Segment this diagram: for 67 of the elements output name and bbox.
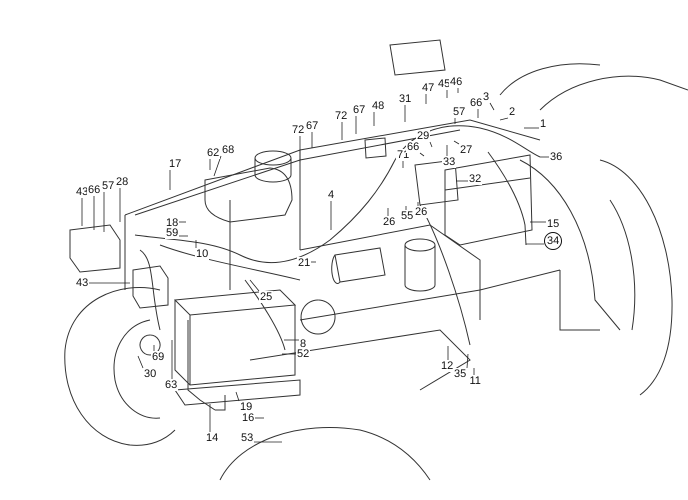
callout-number: 62 bbox=[206, 147, 220, 159]
leader-line bbox=[456, 180, 468, 182]
callout-number: 43 bbox=[75, 277, 90, 289]
callout-number: 57 bbox=[101, 180, 116, 192]
callout-number: 30 bbox=[143, 368, 158, 380]
callout-number: 52 bbox=[296, 348, 310, 360]
leader-line bbox=[420, 152, 424, 156]
leader-line bbox=[454, 118, 456, 124]
callout-number: 26 bbox=[414, 206, 428, 218]
callout-number: 67 bbox=[352, 104, 366, 116]
callout-number: 34 bbox=[544, 232, 562, 250]
callout-number: 35 bbox=[453, 368, 468, 380]
leader-line bbox=[330, 200, 332, 230]
callout-number: 25 bbox=[259, 291, 274, 303]
callout-number: 66 bbox=[469, 97, 484, 109]
callout-number: 63 bbox=[164, 379, 178, 391]
callout-number: 12 bbox=[440, 360, 454, 372]
callout-number: 11 bbox=[468, 375, 482, 387]
leader-line bbox=[430, 142, 432, 148]
leader-line bbox=[500, 118, 508, 120]
callout-number: 16 bbox=[241, 412, 256, 424]
leader-line bbox=[404, 104, 406, 122]
callout-number: 3 bbox=[482, 91, 490, 103]
callout-number: 59 bbox=[165, 227, 180, 239]
callout-number: 1 bbox=[539, 118, 548, 130]
callout-number: 21 bbox=[297, 257, 312, 269]
callout-number: 67 bbox=[305, 120, 320, 132]
leader-line bbox=[446, 144, 448, 156]
leader-line bbox=[466, 354, 468, 368]
callout-number: 48 bbox=[371, 100, 386, 112]
callout-number: 68 bbox=[221, 144, 236, 156]
callout-number: 8 bbox=[299, 338, 308, 350]
leader-line bbox=[88, 282, 130, 284]
leader-line bbox=[402, 160, 404, 168]
callout-number: 10 bbox=[195, 248, 210, 260]
callout-number: 36 bbox=[549, 151, 564, 163]
callout-number: 53 bbox=[240, 432, 254, 444]
callout-number: 28 bbox=[115, 176, 130, 188]
leader-line bbox=[138, 356, 144, 368]
callout-number: 72 bbox=[291, 124, 306, 136]
leader-line bbox=[540, 156, 550, 158]
callout-number: 57 bbox=[452, 106, 466, 118]
callout-number: 55 bbox=[400, 210, 414, 222]
callout-number: 17 bbox=[168, 158, 182, 170]
leader-line bbox=[214, 156, 222, 176]
callout-number: 32 bbox=[468, 173, 482, 185]
callout-number: 26 bbox=[382, 216, 396, 228]
callout-number: 14 bbox=[205, 432, 220, 444]
callout-number: 69 bbox=[151, 351, 166, 363]
leader-line bbox=[236, 392, 240, 402]
callout-number: 2 bbox=[508, 106, 516, 118]
leader-line bbox=[446, 90, 448, 98]
callout-number: 15 bbox=[546, 218, 560, 230]
callout-number: 19 bbox=[239, 401, 254, 413]
callout-number: 66 bbox=[87, 184, 102, 196]
leader-line bbox=[250, 280, 260, 292]
callout-number: 31 bbox=[398, 93, 412, 105]
callout-number: 66 bbox=[406, 141, 420, 153]
callout-number: 46 bbox=[449, 76, 464, 88]
leader-line bbox=[490, 102, 494, 110]
leader-line bbox=[454, 140, 460, 144]
callout-number: 47 bbox=[421, 82, 436, 94]
callout-number: 72 bbox=[334, 110, 348, 122]
callout-number: 27 bbox=[459, 144, 474, 156]
callout-number: 29 bbox=[416, 130, 430, 142]
callout-number: 4 bbox=[327, 189, 336, 201]
callout-number: 33 bbox=[442, 156, 456, 168]
